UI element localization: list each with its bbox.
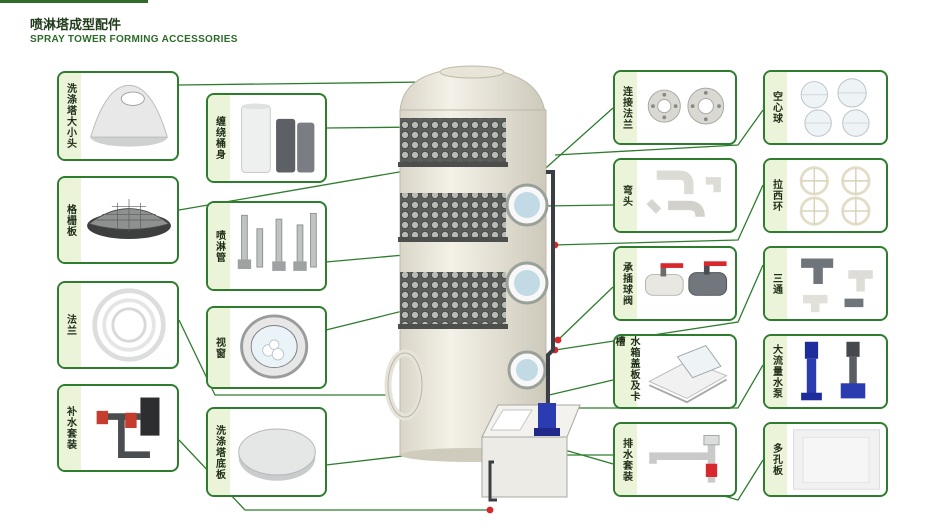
label-flange-left: 法兰 [64, 314, 76, 336]
card-wound-barrel[interactable]: 缠绕桶身 [206, 93, 327, 183]
card-spray-pipe[interactable]: 喷淋管 [206, 201, 327, 291]
card-connecting-flange[interactable]: 连接法兰 [613, 70, 737, 145]
card-hollow-ball[interactable]: 空心球 [763, 70, 888, 145]
grating-plate-image [83, 180, 175, 260]
wound-barrel-image [232, 97, 323, 179]
tank-cover-image [639, 338, 733, 405]
hollow-ball-image [789, 74, 884, 141]
label-socket-ball-valve: 承插球阀 [620, 261, 632, 306]
label-tee: 三通 [770, 272, 782, 295]
perforated-plate-image [789, 426, 884, 493]
flange-rings-image [83, 285, 175, 365]
label-perforated-plate: 多孔板 [770, 443, 782, 476]
label-tank-cover: 水箱盖板及卡槽 [613, 336, 639, 402]
label-tower-bottom-plate: 洗涤塔底板 [213, 424, 225, 480]
spray-pipe-image [232, 205, 323, 287]
raschig-ring-image [789, 162, 884, 229]
label-spray-pipe: 喷淋管 [213, 229, 225, 263]
card-sight-window[interactable]: 视窗 [206, 306, 327, 389]
card-large-flow-pump[interactable]: 大流量水泵 [763, 334, 888, 409]
ball-valve-image [639, 250, 733, 317]
label-connecting-flange: 连接法兰 [620, 85, 632, 130]
label-drain-kit: 排水套装 [620, 437, 632, 482]
drain-kit-image [639, 426, 733, 493]
elbow-fittings-image [639, 162, 733, 229]
connecting-flange-image [639, 74, 733, 141]
label-raschig-ring: 拉西环 [770, 179, 782, 212]
card-water-supply-kit[interactable]: 补水套装 [57, 384, 179, 472]
label-washing-tower-reducer: 洗涤塔大小头 [64, 83, 76, 149]
tower-bottom-plate-image [232, 411, 323, 493]
label-wound-barrel: 缠绕桶身 [213, 116, 225, 160]
card-flange-left[interactable]: 法兰 [57, 281, 179, 369]
card-elbow[interactable]: 弯头 [613, 158, 737, 233]
label-elbow: 弯头 [620, 184, 632, 207]
card-tee[interactable]: 三通 [763, 246, 888, 321]
page-title: 喷淋塔成型配件 [30, 18, 122, 33]
page-subtitle: SPRAY TOWER FORMING ACCESSORIES [30, 34, 238, 45]
label-grating-plate: 格栅板 [64, 203, 76, 237]
label-sight-window: 视窗 [213, 336, 225, 359]
tee-fittings-image [789, 250, 884, 317]
sight-window-image [232, 310, 323, 385]
card-socket-ball-valve[interactable]: 承插球阀 [613, 246, 737, 321]
label-large-flow-pump: 大流量水泵 [770, 344, 782, 399]
card-tank-cover[interactable]: 水箱盖板及卡槽 [613, 334, 737, 409]
packing-layer-1 [400, 118, 506, 163]
card-washing-tower-reducer[interactable]: 洗涤塔大小头 [57, 71, 179, 161]
header-accent-bar [0, 0, 148, 3]
packing-layer-2 [400, 193, 506, 238]
large-flow-pump-image [789, 338, 884, 405]
card-tower-bottom-plate[interactable]: 洗涤塔底板 [206, 407, 327, 497]
packing-layer-3 [400, 272, 506, 325]
card-grating-plate[interactable]: 格栅板 [57, 176, 179, 264]
water-supply-kit-image [83, 388, 175, 468]
card-perforated-plate[interactable]: 多孔板 [763, 422, 888, 497]
reducer-cone-image [83, 75, 175, 157]
label-water-supply-kit: 补水套装 [64, 406, 76, 450]
label-hollow-ball: 空心球 [770, 91, 782, 124]
card-drain-kit[interactable]: 排水套装 [613, 422, 737, 497]
card-raschig-ring[interactable]: 拉西环 [763, 158, 888, 233]
